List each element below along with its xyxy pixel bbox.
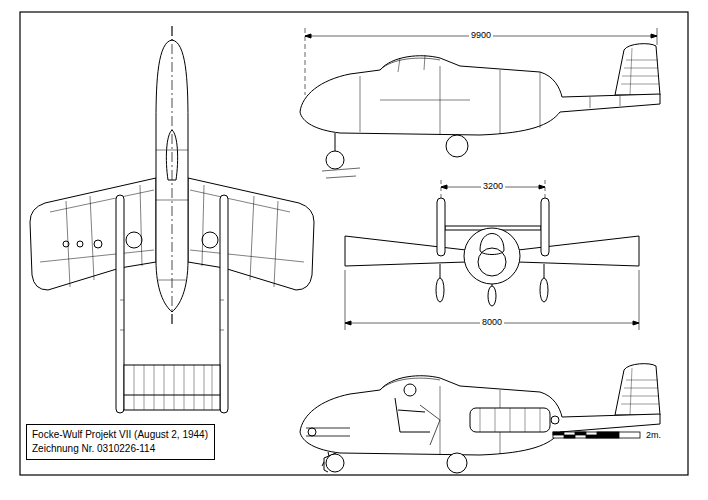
extension-line — [639, 270, 640, 330]
pilot-seat — [395, 398, 430, 432]
main-wheel — [447, 453, 467, 473]
elevator-hinge — [124, 395, 220, 396]
exhaust — [551, 416, 559, 424]
filler-cap — [77, 241, 83, 247]
tail-boom — [116, 195, 124, 413]
front-view — [345, 180, 639, 330]
main-wheel — [446, 135, 468, 157]
frame-line — [360, 66, 620, 134]
frame-line — [156, 150, 188, 280]
title-text: Zeichnung Nr. 0310226-114 — [32, 442, 209, 456]
frame-line — [440, 386, 500, 454]
boom-frame — [120, 300, 224, 330]
pilot-head — [404, 384, 416, 396]
scale-segment — [553, 432, 564, 435]
main-wheel — [436, 278, 444, 302]
scale-segment — [564, 435, 575, 438]
fin — [541, 198, 549, 256]
canopy-line — [380, 58, 440, 70]
cutaway-gear — [322, 453, 467, 473]
nose-wheel — [326, 151, 344, 169]
fin — [437, 198, 445, 256]
sheet-frame — [20, 12, 688, 475]
dimension-label: 3200 — [481, 181, 505, 192]
rudder-line — [621, 368, 659, 415]
wheel-well — [202, 232, 218, 248]
fuselage-side — [300, 376, 660, 455]
scale-frame — [553, 432, 640, 438]
fin — [615, 364, 660, 415]
scale-segment — [575, 432, 586, 435]
canopy — [480, 234, 504, 255]
wing — [188, 178, 314, 290]
rudder-line — [621, 48, 659, 95]
fuselage-front — [464, 228, 520, 284]
tail-boom — [220, 195, 228, 413]
dimension-label: 8000 — [480, 317, 504, 328]
main-wheel — [540, 278, 548, 302]
title-block: Focke-Wulf Projekt VII (August 2, 1944)Z… — [26, 424, 215, 460]
wing — [30, 178, 156, 290]
gear-strut — [440, 264, 544, 286]
scale-bar — [553, 432, 640, 438]
extension-line — [545, 180, 546, 200]
cutaway-view — [300, 364, 660, 472]
scale-label: 2m. — [644, 430, 663, 441]
nose-wheel — [326, 454, 344, 472]
plan-view — [30, 26, 314, 413]
nose-intake — [308, 428, 316, 436]
extension-line — [305, 28, 306, 95]
nose-wheel — [488, 286, 496, 306]
tailplane — [124, 365, 220, 410]
gear-strut — [335, 133, 336, 152]
wing — [518, 236, 639, 266]
control-linkage — [420, 405, 440, 445]
ground-line — [322, 168, 360, 178]
wheel-well — [126, 232, 142, 248]
filler-cap — [94, 240, 102, 248]
gun-barrel — [306, 428, 350, 436]
dimension-label: 9900 — [469, 30, 493, 41]
gear-strut — [322, 462, 324, 466]
tail-rib — [134, 365, 212, 410]
extension-line — [345, 270, 346, 330]
scale-segment — [597, 432, 619, 438]
fin — [615, 44, 660, 95]
side-view — [300, 28, 660, 178]
canopy-frame — [398, 55, 425, 72]
fuselage-side — [300, 56, 660, 135]
title-text: Focke-Wulf Projekt VII (August 2, 1944) — [32, 428, 209, 442]
wing-root-line — [380, 100, 470, 101]
filler-cap — [63, 241, 69, 247]
centre-line — [172, 26, 173, 326]
scale-segment — [586, 435, 597, 438]
wing — [345, 236, 466, 266]
extension-line — [441, 180, 442, 200]
engine-ring — [480, 408, 540, 432]
engine — [470, 408, 550, 432]
